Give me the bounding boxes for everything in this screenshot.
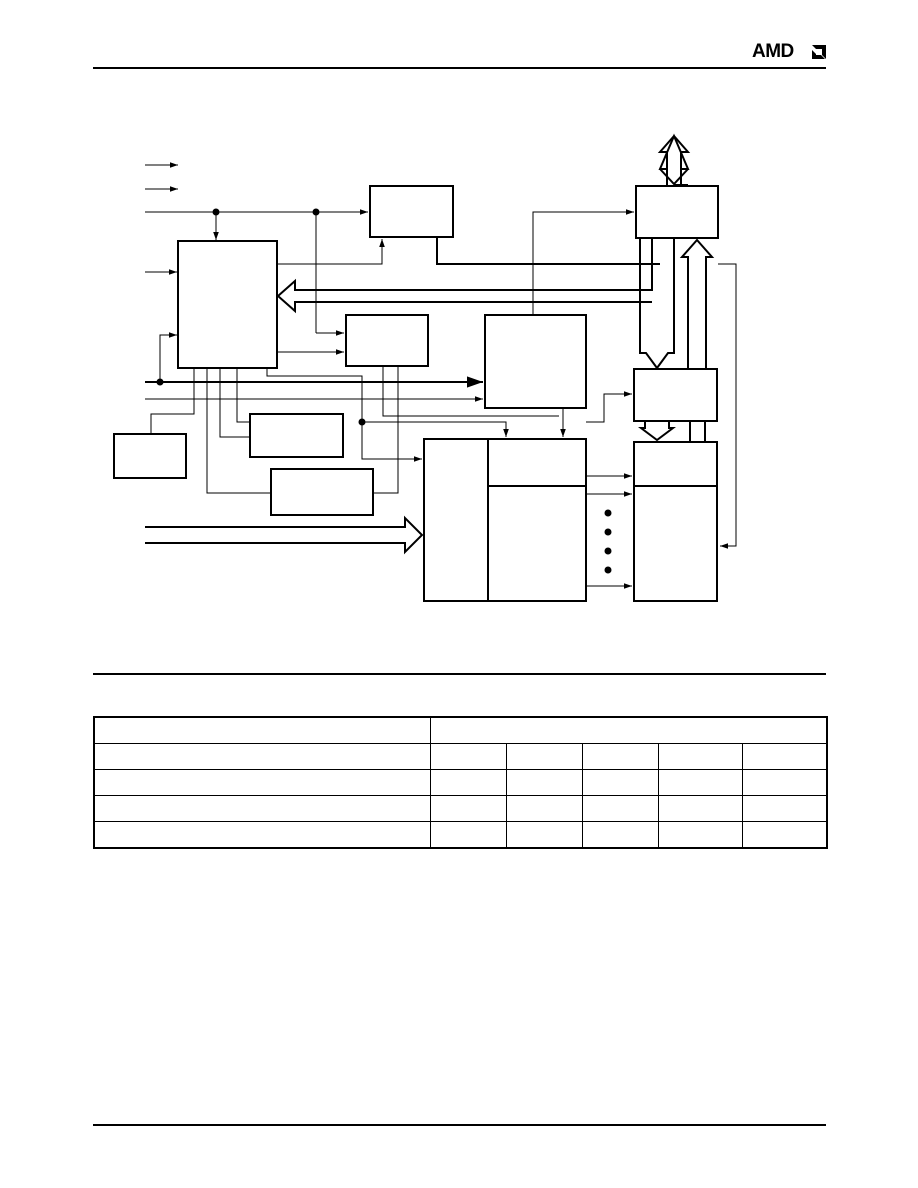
block-array (423, 438, 587, 602)
block-top-right (635, 185, 719, 239)
bus-up-arrow (679, 238, 715, 368)
block-output (633, 441, 718, 602)
table-cell (741, 821, 828, 849)
table-row (93, 769, 828, 796)
block-lower-2 (270, 468, 374, 516)
table-row (93, 821, 828, 849)
table-cell (93, 821, 431, 849)
block-control (177, 240, 278, 369)
table-cell (93, 795, 431, 822)
table-cell (581, 769, 659, 796)
header-rule (93, 67, 826, 69)
table-cell (581, 795, 659, 822)
table-header-cell (93, 716, 431, 744)
table-cell (429, 743, 507, 770)
footer-rule (93, 1124, 826, 1126)
ellipsis-dot (604, 528, 612, 536)
table-cell (429, 795, 507, 822)
table-row (93, 743, 828, 770)
junction-dot (312, 208, 320, 216)
table-cell (505, 743, 583, 770)
table-header-row (93, 716, 828, 744)
block-middle (345, 314, 429, 367)
table-cell (581, 821, 659, 849)
section-rule (93, 673, 826, 675)
internal-bus-left (276, 239, 653, 314)
top-bidir-arrow (657, 134, 691, 169)
table-cell (429, 821, 507, 849)
block-right-mid (633, 368, 718, 422)
table-cell (741, 743, 828, 770)
ellipsis-dot (604, 566, 612, 574)
table-cell (93, 743, 431, 770)
table-cell (429, 769, 507, 796)
junction-dot (358, 418, 366, 426)
junction-dot (212, 208, 220, 216)
block-diagram (113, 133, 737, 602)
amd-arrow-icon (812, 45, 826, 59)
table-row (93, 795, 828, 822)
table-cell (657, 821, 743, 849)
spec-table (93, 716, 829, 849)
block-center (484, 314, 587, 409)
block-top-center (369, 185, 454, 238)
table-cell (741, 769, 828, 796)
junction-dot (156, 378, 164, 386)
table-cell (505, 795, 583, 822)
bus-down-arrow (639, 239, 675, 370)
table-cell (505, 769, 583, 796)
brand-text: AMD (752, 41, 794, 62)
table-cell (93, 769, 431, 796)
table-header-cell (429, 716, 828, 744)
table-cell (741, 795, 828, 822)
table-cell (581, 743, 659, 770)
table-cell (505, 821, 583, 849)
table-cell (657, 795, 743, 822)
ellipsis-dot (604, 509, 612, 517)
table-cell (657, 743, 743, 770)
ellipsis-dot (604, 547, 612, 555)
block-lower-1 (249, 413, 344, 458)
wide-input-arrow (145, 515, 424, 555)
table-cell (657, 769, 743, 796)
block-left-small (113, 433, 187, 479)
